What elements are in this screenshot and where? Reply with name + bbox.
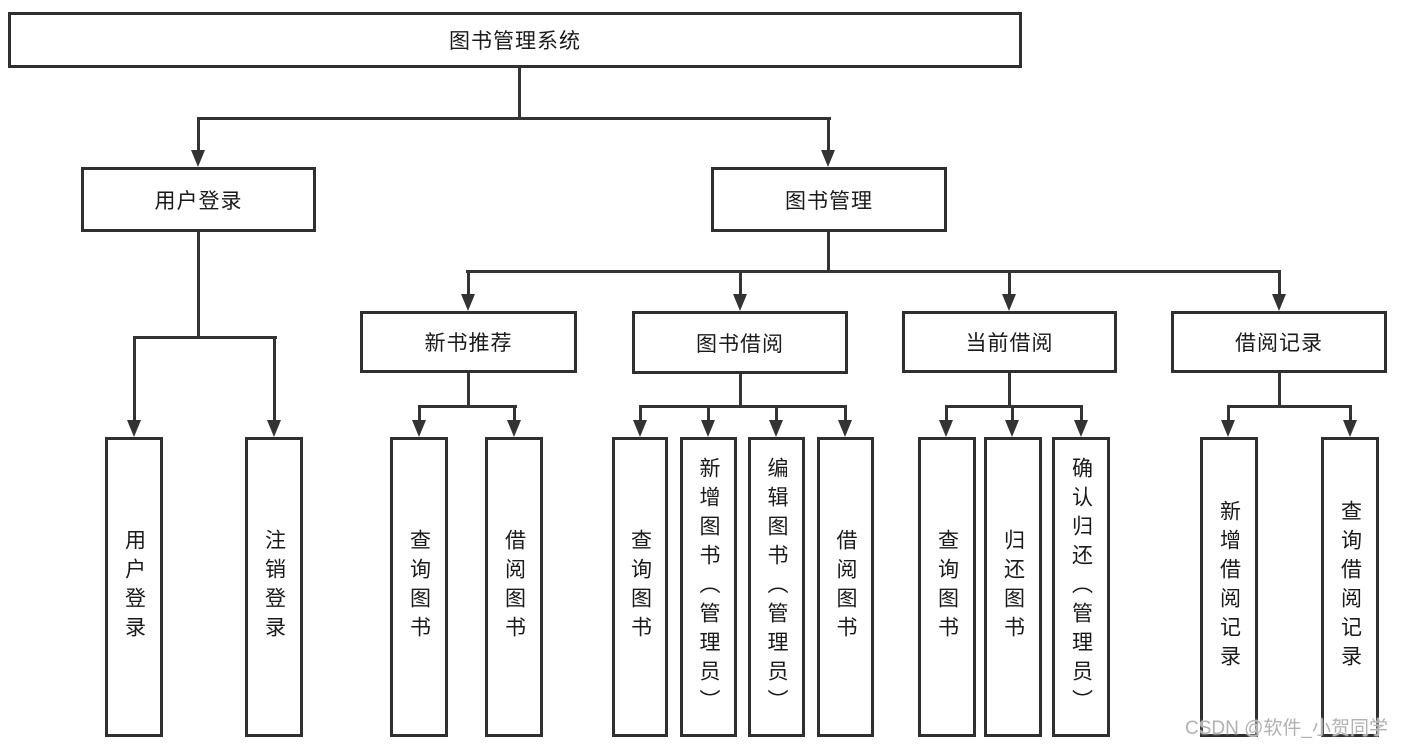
arrowhead-into-leaf (633, 420, 647, 437)
arrowhead-into-leaf (1343, 420, 1357, 437)
node-label: 借阅图书 (834, 529, 857, 645)
leaf-edit-book-admin: 编辑图书（管理员） (748, 437, 805, 737)
connector-level2-bar (197, 117, 831, 120)
leaf-query-books-2: 查询图书 (612, 437, 668, 737)
node-label: 借阅图书 (502, 529, 526, 645)
node-user-login-branch: 用户登录 (81, 167, 316, 232)
node-label: 新增图书（管理员） (697, 456, 720, 718)
node-label: 归还图书 (1001, 529, 1025, 645)
leaf-return-book: 归还图书 (984, 437, 1042, 737)
connector-level3-bar (466, 270, 1281, 273)
node-book-management: 图书管理 (711, 167, 947, 232)
leaf-add-book-admin: 新增图书（管理员） (680, 437, 737, 737)
leaf-borrow-books-1: 借阅图书 (485, 437, 543, 737)
connector-arrow-line (133, 336, 136, 421)
leaf-confirm-return-admin: 确认归还（管理员） (1052, 437, 1110, 737)
connector-arrow-line (513, 405, 516, 421)
arrowhead-into-leaf (769, 420, 783, 437)
connector-arrow-line (1349, 405, 1352, 421)
arrowhead-into-current-borrow (1002, 294, 1016, 311)
node-new-book-recommend: 新书推荐 (360, 311, 577, 373)
node-label: 图书管理系统 (449, 30, 581, 53)
connector-leafbar-book-borrow (639, 405, 847, 408)
node-label: 注销登录 (262, 529, 286, 645)
connector-arrow-line (639, 405, 642, 421)
node-label: 查询图书 (407, 529, 431, 645)
arrowhead-into-leaf (701, 420, 715, 437)
connector-leafbar-borrow-record (1227, 405, 1352, 408)
node-label: 编辑图书（管理员） (765, 456, 788, 718)
leaf-query-borrow-record: 查询借阅记录 (1321, 437, 1379, 737)
node-label: 查询图书 (935, 529, 959, 645)
connector-arrow-line (1011, 405, 1014, 421)
node-label: 确认归还（管理员） (1069, 456, 1093, 718)
arrowhead-into-new-book-recommend (461, 294, 475, 311)
arrowhead-into-borrow-record (1272, 294, 1286, 311)
connector-leafbar-current-borrow (945, 405, 1083, 408)
connector-arrow-line (827, 117, 830, 151)
connector-arrow-line (467, 270, 470, 296)
connector-arrow-line (1227, 405, 1230, 421)
node-label: 新书推荐 (424, 332, 513, 355)
node-label: 新增借阅记录 (1217, 500, 1241, 674)
node-current-borrow: 当前借阅 (902, 311, 1117, 373)
connector-stem-book-borrow (739, 374, 742, 408)
arrowhead-into-leaf (1074, 420, 1088, 437)
node-label: 用户登录 (122, 529, 146, 645)
connector-arrow-line (945, 405, 948, 421)
node-label: 图书借阅 (696, 332, 784, 356)
connector-leafbar-new-book (418, 405, 517, 408)
connector-root-stem (518, 68, 521, 120)
connector-arrow-line (844, 405, 847, 421)
arrowhead-into-leaf (838, 420, 852, 437)
connector-stem-current-borrow (1008, 373, 1011, 408)
connector-arrow-line (1080, 405, 1083, 421)
node-label: 借阅记录 (1235, 332, 1323, 355)
arrowhead-into-leaf (1005, 420, 1019, 437)
node-label: 查询借阅记录 (1338, 500, 1362, 674)
connector-arrow-line (1008, 270, 1011, 296)
arrowhead-into-leaf (507, 420, 521, 437)
arrowhead-into-leaf (1221, 420, 1235, 437)
connector-arrow-line (1278, 270, 1281, 296)
node-book-borrow: 图书借阅 (632, 311, 848, 374)
leaf-user-login: 用户登录 (105, 437, 163, 737)
arrowhead-into-leaf (939, 420, 953, 437)
leaf-add-borrow-record: 新增借阅记录 (1200, 437, 1258, 737)
connector-stem-new-book (467, 373, 470, 408)
connector-arrow-line (739, 270, 742, 296)
arrowhead-into-book-management (821, 150, 835, 167)
connector-stem-borrow-record (1278, 373, 1281, 408)
node-root-library-system: 图书管理系统 (8, 12, 1022, 68)
connector-arrow-line (418, 405, 421, 421)
node-label: 当前借阅 (965, 332, 1054, 355)
arrowhead-into-leaf-login (127, 420, 141, 437)
connector-arrow-line (197, 117, 200, 151)
csdn-watermark: CSDN @软件_小贺同学 (1185, 718, 1388, 739)
arrowhead-into-leaf-logout (267, 420, 281, 437)
leaf-logout: 注销登录 (245, 437, 303, 737)
connector-book-mgmt-stem (827, 232, 830, 273)
leaf-borrow-books-2: 借阅图书 (817, 437, 874, 737)
leaf-query-books-1: 查询图书 (390, 437, 448, 737)
connector-arrow-line (707, 405, 710, 421)
connector-arrow-line (273, 336, 276, 421)
arrowhead-into-user-login (191, 150, 205, 167)
connector-user-login-stem (197, 232, 200, 339)
node-label: 用户登录 (154, 189, 243, 213)
leaf-query-books-3: 查询图书 (918, 437, 976, 737)
node-label: 图书管理 (785, 189, 873, 213)
arrowhead-into-leaf (412, 420, 426, 437)
node-borrow-record: 借阅记录 (1171, 311, 1387, 373)
arrowhead-into-book-borrow (733, 294, 747, 311)
connector-user-login-bar (133, 336, 277, 339)
connector-arrow-line (775, 405, 778, 421)
node-label: 查询图书 (628, 529, 652, 645)
